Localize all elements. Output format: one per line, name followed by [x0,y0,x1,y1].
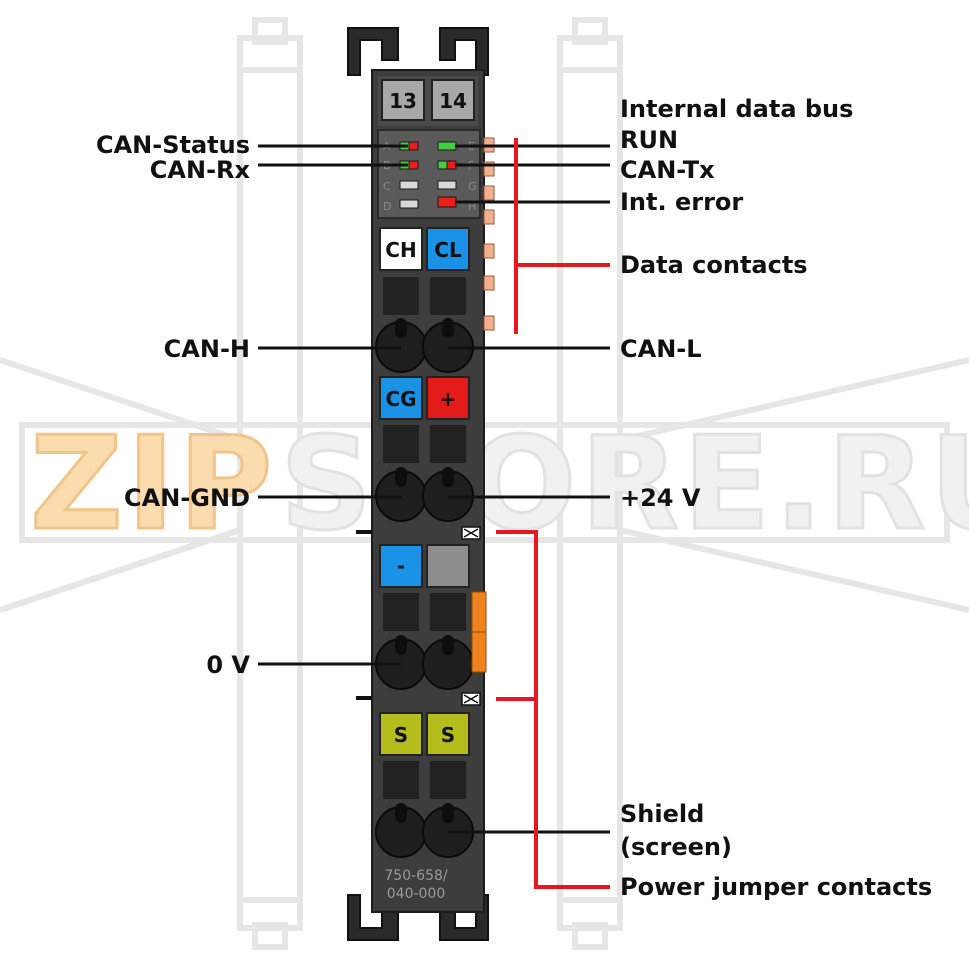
release-slot-shield [383,761,419,799]
marker-cl-label: CL [434,238,462,262]
channel-number-14: 14 [439,89,467,113]
label-can-h: CAN-H [164,335,250,363]
label-can-status: CAN-Status [96,131,250,159]
marker-cg-label: CG [385,387,416,411]
label-can-l: CAN-L [620,335,702,363]
watermark-zip: ZIP [30,410,276,559]
release-slot-0v [383,593,419,631]
led-can-tx-red [446,160,457,170]
led-panel [377,129,481,219]
marker-s-left-label: S [394,723,408,747]
leader-lines [258,144,610,834]
led-letter-c: C [383,180,391,193]
marker-blank [426,544,470,588]
label-can-rx: CAN-Rx [150,156,251,184]
led-d [399,199,419,209]
channel-box-13 [381,79,425,121]
marker-ch-label: CH [385,238,416,262]
top-rail-clip-right [439,27,489,76]
labels-left: CAN-Status CAN-Rx CAN-H CAN-GND 0 V [96,131,251,679]
separator-tick-bottom [356,696,372,700]
label-power-jumper-contacts: Power jumper contacts [620,873,932,901]
marker-minus-label: - [397,554,405,578]
channel-number-13: 13 [389,89,417,113]
marker-plus [426,376,470,420]
release-slot-24v [430,425,466,463]
marker-plus-label: + [440,387,457,411]
terminal-module: 13 14 A B C D E F G H [347,27,495,941]
separator-tick-top [356,530,372,534]
label-shield-screen: (screen) [620,833,732,861]
part-number-line2: 040-000 [387,886,446,902]
release-slot-0v-b [430,593,466,631]
power-jumper-contact-top [461,526,481,540]
label-can-tx: CAN-Tx [620,156,715,184]
background-outline [0,17,969,950]
label-internal-data-bus: Internal data bus [620,95,853,123]
marker-cg [379,376,423,420]
red-bracket-lines [496,138,610,889]
led-can-rx-red [408,160,419,170]
label-can-gnd: CAN-GND [124,484,250,512]
power-jumper-contact-bottom [461,692,481,706]
label-data-contacts: Data contacts [620,251,808,279]
channel-box-14 [431,79,475,121]
led-g [437,180,457,190]
led-c [399,180,419,190]
marker-cl [426,227,470,271]
label-plus-24v: +24 V [620,484,701,512]
labels-right: Internal data bus RUN CAN-Tx Int. error … [620,95,932,901]
top-rail-clip [347,27,399,76]
marker-ch [379,227,423,271]
led-can-status-red [408,141,419,151]
marker-s-right [426,712,470,756]
led-int-error [437,196,457,208]
marker-s-left [379,712,423,756]
release-slot-can-h [383,277,419,315]
label-0v: 0 V [206,651,250,679]
led-letter-d: D [383,200,391,213]
led-letter-h: H [468,200,476,213]
led-can-tx [437,160,448,170]
part-number-line1: 750-658/ [384,868,447,884]
label-int-error: Int. error [620,188,743,216]
led-letter-g: G [468,180,477,193]
label-run: RUN [620,126,678,154]
label-shield: Shield [620,800,704,828]
data-contacts [483,137,495,331]
marker-s-right-label: S [441,723,455,747]
release-slot-can-gnd [383,425,419,463]
release-slot-can-l [430,277,466,315]
led-run [437,141,457,151]
marker-minus [379,544,423,588]
release-slot-shield-b [430,761,466,799]
